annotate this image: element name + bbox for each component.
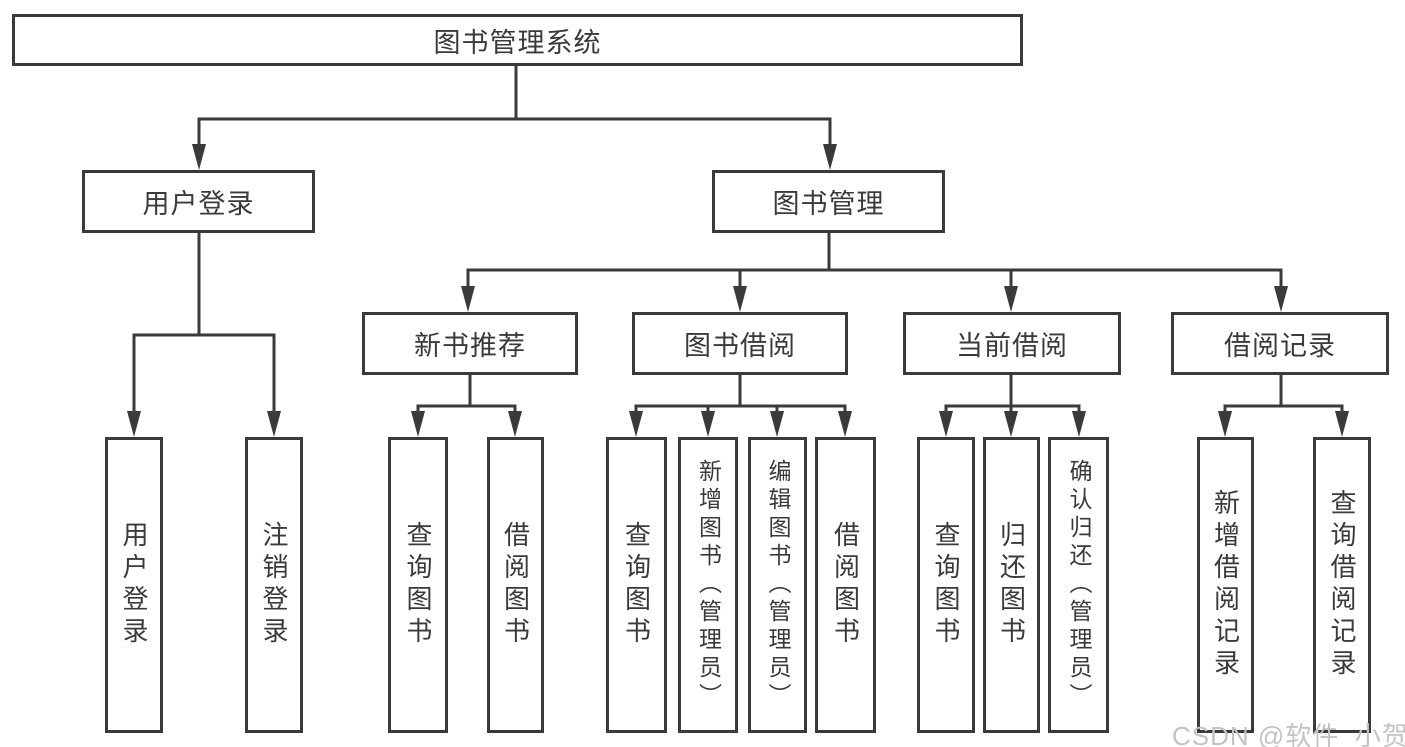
leaf-current-confirm-return-admin: 确认归还（管理员） — [1048, 437, 1109, 733]
node-book-management: 图书管理 — [712, 170, 945, 233]
leaf-borrow-add-book-admin: 新增图书（管理员） — [678, 437, 738, 733]
leaf-current-query-book: 查询图书 — [917, 437, 975, 733]
node-book-borrow: 图书借阅 — [632, 312, 848, 375]
node-root: 图书管理系统 — [12, 14, 1023, 66]
leaf-borrow-query-book: 查询图书 — [606, 437, 667, 733]
leaf-current-return-book: 归还图书 — [983, 437, 1040, 733]
node-borrow-record: 借阅记录 — [1171, 312, 1389, 375]
leaf-user-login: 用户登录 — [105, 437, 163, 733]
node-new-book-recommend: 新书推荐 — [362, 312, 578, 375]
leaf-recommend-query-book: 查询图书 — [388, 437, 448, 733]
csdn-watermark: CSDN @软件_小贺同学 — [1172, 721, 1405, 747]
node-user-login: 用户登录 — [82, 170, 315, 233]
leaf-borrow-edit-book-admin: 编辑图书（管理员） — [748, 437, 807, 733]
leaf-record-query-borrow-record: 查询借阅记录 — [1313, 437, 1371, 733]
leaf-borrow-borrow-book: 借阅图书 — [815, 437, 876, 733]
leaf-recommend-borrow-book: 借阅图书 — [487, 437, 544, 733]
leaf-logout-login: 注销登录 — [245, 437, 303, 733]
leaf-record-add-borrow-record: 新增借阅记录 — [1197, 437, 1254, 733]
node-current-borrow: 当前借阅 — [903, 312, 1121, 375]
